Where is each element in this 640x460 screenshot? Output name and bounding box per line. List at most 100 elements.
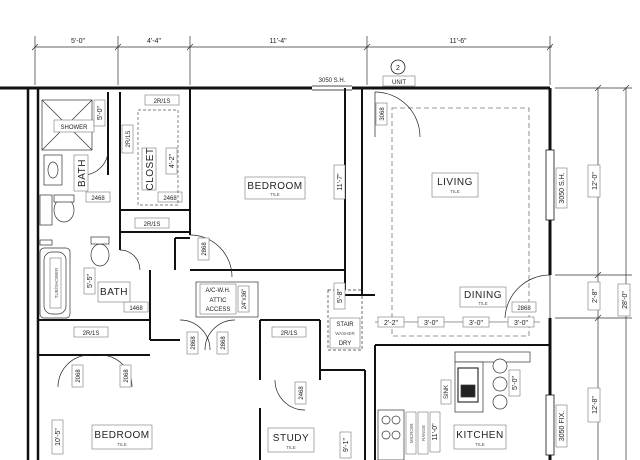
door-label-bed2-a: 2068 (76, 369, 82, 383)
right-dim-4: 28'-0" (622, 291, 629, 309)
room-label-kitchen: KITCHEN (456, 430, 503, 441)
shelf-label-mid: 2R/1S (144, 222, 161, 228)
room-label-study: STUDY (273, 433, 309, 444)
room-label-dining: DINING (464, 290, 502, 301)
living-ceiling-outline (391, 107, 530, 337)
kitchen-dim-4: 3'-0" (514, 320, 528, 327)
top-dim-3: 11'-4" (269, 38, 287, 45)
room-sink: SINK (440, 379, 452, 405)
door-label-closet: 2468 (163, 196, 177, 202)
shelf-label-bed2: 2R/1S (83, 331, 100, 337)
dim-stair-width: 5'-8" (333, 282, 346, 310)
door-label-bath1: 2468 (91, 196, 105, 202)
top-dimension-lines (31, 36, 554, 85)
room-tub-shower: TUB/SHOWER (49, 257, 62, 309)
right-dim-2-box: 2'-8" (587, 281, 601, 311)
unit-marker: 2 UNIT (382, 59, 416, 87)
kitchen-dim-1: 2'-2" (384, 320, 398, 327)
room-bath-2: BATH (97, 281, 131, 303)
dim-bedroom1-height: 11'-7" (333, 164, 346, 200)
door-label-study: 2468 (299, 386, 305, 400)
room-kitchen: KITCHEN TILE (453, 424, 507, 450)
door-tag-study: 2468 (294, 381, 307, 405)
room-finish-bedroom-1: TILE (270, 192, 280, 197)
door-label-left-b: 2868 (221, 336, 227, 350)
top-dim-2: 4'-4" (147, 38, 161, 45)
room-label-bath-2: BATH (100, 287, 128, 298)
dim-shower-width-label: 5'-0" (97, 106, 104, 120)
washer-label: WASHER (335, 331, 355, 336)
room-label-bedroom-2: BEDROOM (94, 430, 149, 441)
dim-study-height-label: 9'-1" (343, 438, 350, 452)
dim-pantry-height: 11'-0" (429, 411, 441, 453)
door-label-living: 3068 (380, 107, 386, 121)
dim-stair-width-label: 5'-8" (337, 289, 344, 303)
window-right-lower-label: 3050 FIX. (559, 411, 566, 441)
unit-label: UNIT (392, 80, 406, 86)
door-tag-hall: 2868 (197, 237, 210, 261)
right-dim-1-box: 12'-0" (587, 164, 601, 198)
door-tag-dining: 2868 (511, 301, 537, 313)
laundry-label-group: STAIR WASHER DRY (329, 317, 361, 349)
dim-bedroom1-height-label: 11'-7" (337, 173, 344, 191)
shelf-tag-study: 2R/1S (271, 326, 307, 338)
room-label-sink: SINK (444, 385, 450, 399)
range-label: RANGE (421, 425, 426, 441)
room-bedroom-1: BEDROOM TILE (244, 176, 306, 200)
kitchen-dim-3: 3'-0" (469, 320, 483, 327)
room-shower: SHOWER (53, 119, 95, 133)
right-dim-4-box: 28'-0" (617, 283, 631, 317)
shelf-label-top: 2R/1S (154, 99, 171, 105)
right-dim-3-box: 12'-8" (587, 387, 601, 423)
room-label-tub-shower: TUB/SHOWER (54, 267, 59, 298)
room-finish-kitchen: TILE (475, 442, 485, 447)
shelf-tag-top: 2R/1S (144, 94, 180, 106)
room-closet: CLOSET (141, 147, 157, 191)
window-right-label: 3050 S.H. (559, 172, 566, 203)
door-label-bath2: 1468 (129, 306, 143, 312)
room-bedroom-2: BEDROOM TILE (91, 424, 153, 450)
dim-shower-width: 5'-0" (93, 99, 106, 127)
room-dining: DINING TILE (459, 286, 507, 308)
room-label-shower: SHOWER (61, 125, 89, 131)
kitchen-dim-2: 3'-0" (424, 320, 438, 327)
door-tag-bath2: 1468 (123, 301, 149, 313)
ac-label-group: A/C-W.H. ATTIC ACCESS 24"x36" (199, 283, 250, 315)
exterior-walls (0, 86, 552, 460)
room-label-closet: CLOSET (145, 147, 156, 190)
right-dim-3: 12'-8" (592, 396, 599, 414)
kitchen-fixtures (377, 351, 531, 460)
dim-closet-width: 4'-2" (165, 147, 178, 175)
kitchen-dim-row: 2'-2" 3'-0" 3'-0" 3'-0" (375, 316, 540, 328)
door-label-bed2-b: 2068 (124, 369, 130, 383)
door-tag-bed2-b: 2068 (119, 364, 132, 388)
access-label: ACCESS (206, 307, 231, 313)
room-label-bedroom-1: BEDROOM (247, 181, 302, 192)
ac-closet (195, 281, 259, 318)
room-finish-living: TILE (450, 189, 460, 194)
attic-label: ATTIC (210, 298, 228, 304)
dim-pantry-height-label: 11'-0" (432, 423, 439, 441)
dim-study-height: 9'-1" (339, 431, 352, 459)
room-study: STUDY TILE (267, 427, 315, 453)
door-tag-left-b: 2868 (216, 331, 229, 355)
door-label-hall: 2868 (202, 242, 208, 256)
room-bath-1: BATH (73, 154, 89, 192)
dim-bedroom2-height-label: 10'-5" (55, 428, 62, 446)
dim-bedroom2-height: 10'-5" (51, 419, 64, 455)
microwave-label: MICROW. (409, 423, 414, 443)
dim-island-depth: 5'-0" (508, 369, 521, 397)
door-tag-bed2-a: 2068 (71, 364, 84, 388)
door-tag-living: 3068 (375, 102, 388, 126)
door-tag-bath1: 2468 (85, 191, 111, 203)
right-dim-2: 2'-8" (592, 289, 599, 303)
shelf-tag-closet: 2R/1S (121, 124, 134, 154)
ac-wh-label: A/C-W.H. (206, 288, 231, 294)
bath1-fixtures (39, 99, 93, 226)
window-right-lower: 3050 FIX. (545, 394, 568, 456)
door-label-left-a: 2868 (191, 336, 197, 350)
room-label-bath-1: BATH (77, 159, 88, 187)
range-label-group: MICROW. RANGE (405, 411, 429, 455)
door-tag-left-a: 2868 (186, 331, 199, 355)
room-finish-dining: TILE (478, 301, 488, 306)
